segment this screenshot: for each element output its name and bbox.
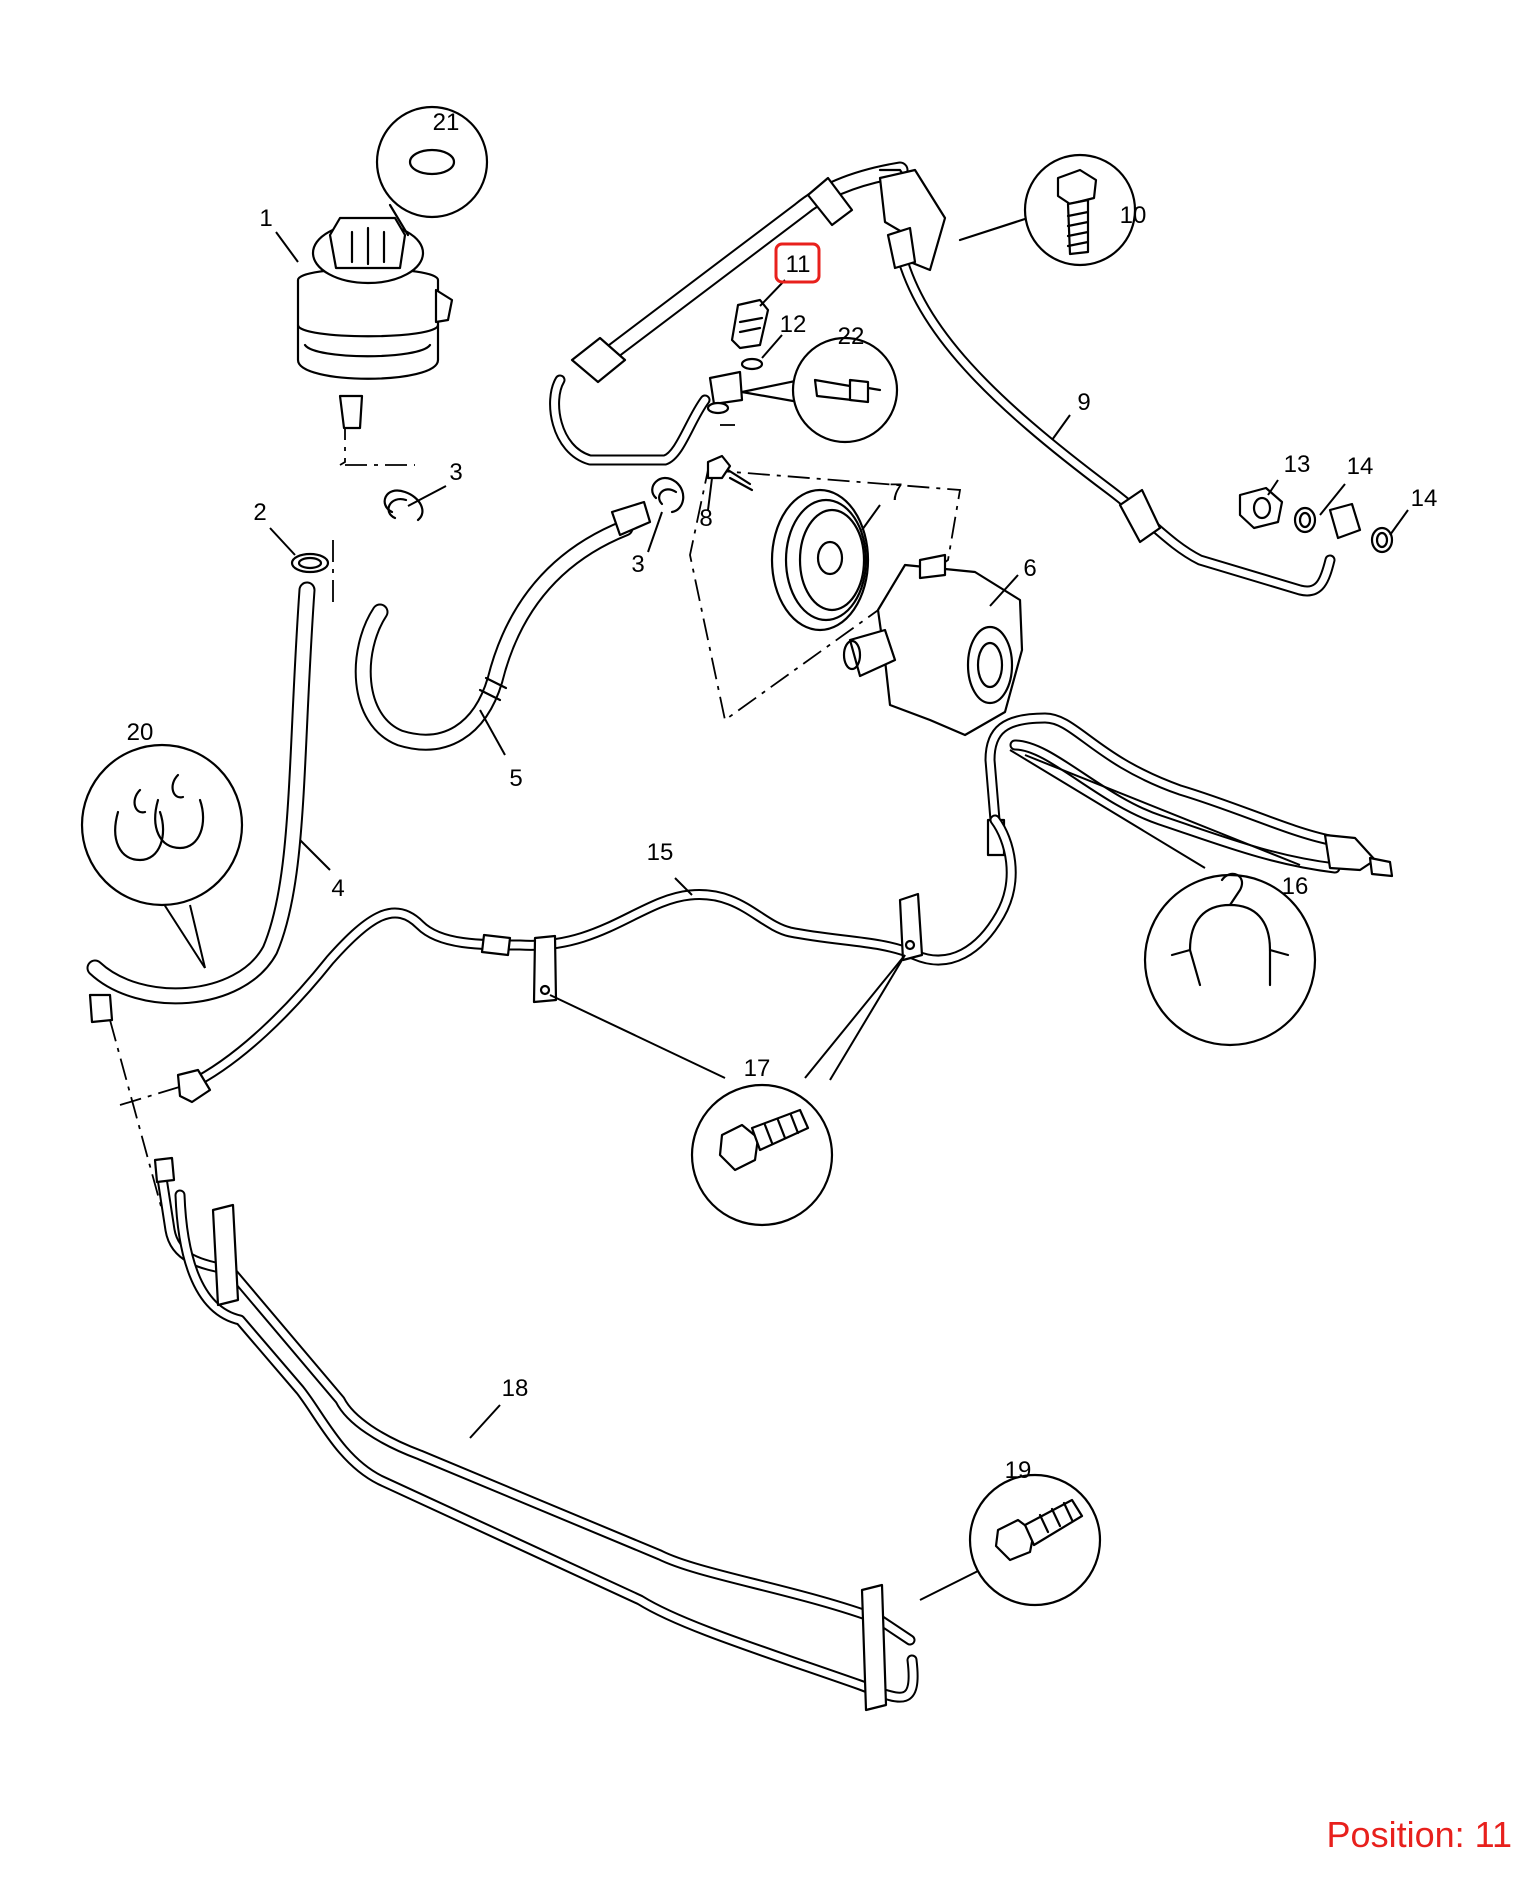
label-20: 20 [127, 719, 154, 746]
label-1: 1 [259, 205, 272, 232]
label-11: 11 [786, 251, 811, 278]
label-8: 8 [699, 505, 712, 532]
label-13: 13 [1284, 451, 1311, 478]
pipe-part-16[interactable] [984, 712, 1394, 878]
highlight-box-11 [774, 242, 821, 284]
bolt-part-8[interactable] [706, 454, 754, 492]
pulley-part-7[interactable] [770, 488, 870, 632]
label-3-lower: 3 [631, 551, 644, 578]
part-labels: 1 2 3 3 4 5 6 7 8 9 10 11 12 13 14 14 15… [127, 109, 1438, 1484]
label-10: 10 [1120, 202, 1147, 229]
fitting-part-11[interactable] [730, 298, 770, 350]
label-18: 18 [502, 1375, 529, 1402]
supply-hose-part-5[interactable] [354, 500, 652, 751]
assembly-lines [109, 418, 962, 1211]
label-22: 22 [838, 323, 865, 350]
union-fitting [1328, 502, 1362, 540]
seal-part-21-callout[interactable] [375, 105, 489, 237]
nut-part-13[interactable] [1238, 486, 1284, 530]
bolt-part-17-callout[interactable] [549, 954, 906, 1227]
clamp-part-3-upper[interactable] [383, 489, 424, 522]
seal-part-14-right[interactable] [1370, 526, 1394, 554]
label-21: 21 [433, 109, 460, 136]
hose-clip-part-2[interactable] [290, 552, 330, 574]
bolt-part-19-callout[interactable] [919, 1473, 1102, 1607]
clamp-part-3-lower[interactable] [651, 476, 685, 514]
label-17: 17 [744, 1055, 771, 1082]
clip-part-20-callout[interactable] [80, 743, 244, 969]
label-2: 2 [253, 499, 266, 526]
label-4: 4 [331, 875, 344, 902]
label-16: 16 [1282, 873, 1309, 900]
sensor-part-22-callout[interactable] [740, 336, 899, 444]
label-9: 9 [1077, 389, 1090, 416]
label-12: 12 [780, 311, 807, 338]
banjo-fitting [706, 370, 744, 415]
cooler-pipe-part-18[interactable] [153, 1156, 919, 1712]
seal-part-14-left[interactable] [1293, 506, 1317, 534]
label-5: 5 [509, 765, 522, 792]
clip-part-16-callout[interactable] [1009, 749, 1317, 1047]
label-14-left: 14 [1347, 453, 1374, 480]
seal-part-12[interactable] [740, 357, 764, 371]
label-6: 6 [1023, 555, 1036, 582]
bolt-part-10-callout[interactable] [958, 153, 1137, 267]
label-19: 19 [1005, 1457, 1032, 1484]
reservoir-part-1[interactable] [296, 216, 454, 430]
return-hose-part-4[interactable] [86, 581, 316, 1024]
label-3-upper: 3 [449, 459, 462, 486]
label-15: 15 [647, 839, 674, 866]
position-indicator: Position: 11 [1326, 1814, 1512, 1855]
pipe-part-15[interactable] [176, 814, 1017, 1104]
pressure-hose-part-9[interactable] [549, 161, 1336, 597]
label-14-right: 14 [1411, 485, 1438, 512]
label-7: 7 [889, 479, 902, 506]
pump-part-6[interactable] [842, 553, 1024, 737]
